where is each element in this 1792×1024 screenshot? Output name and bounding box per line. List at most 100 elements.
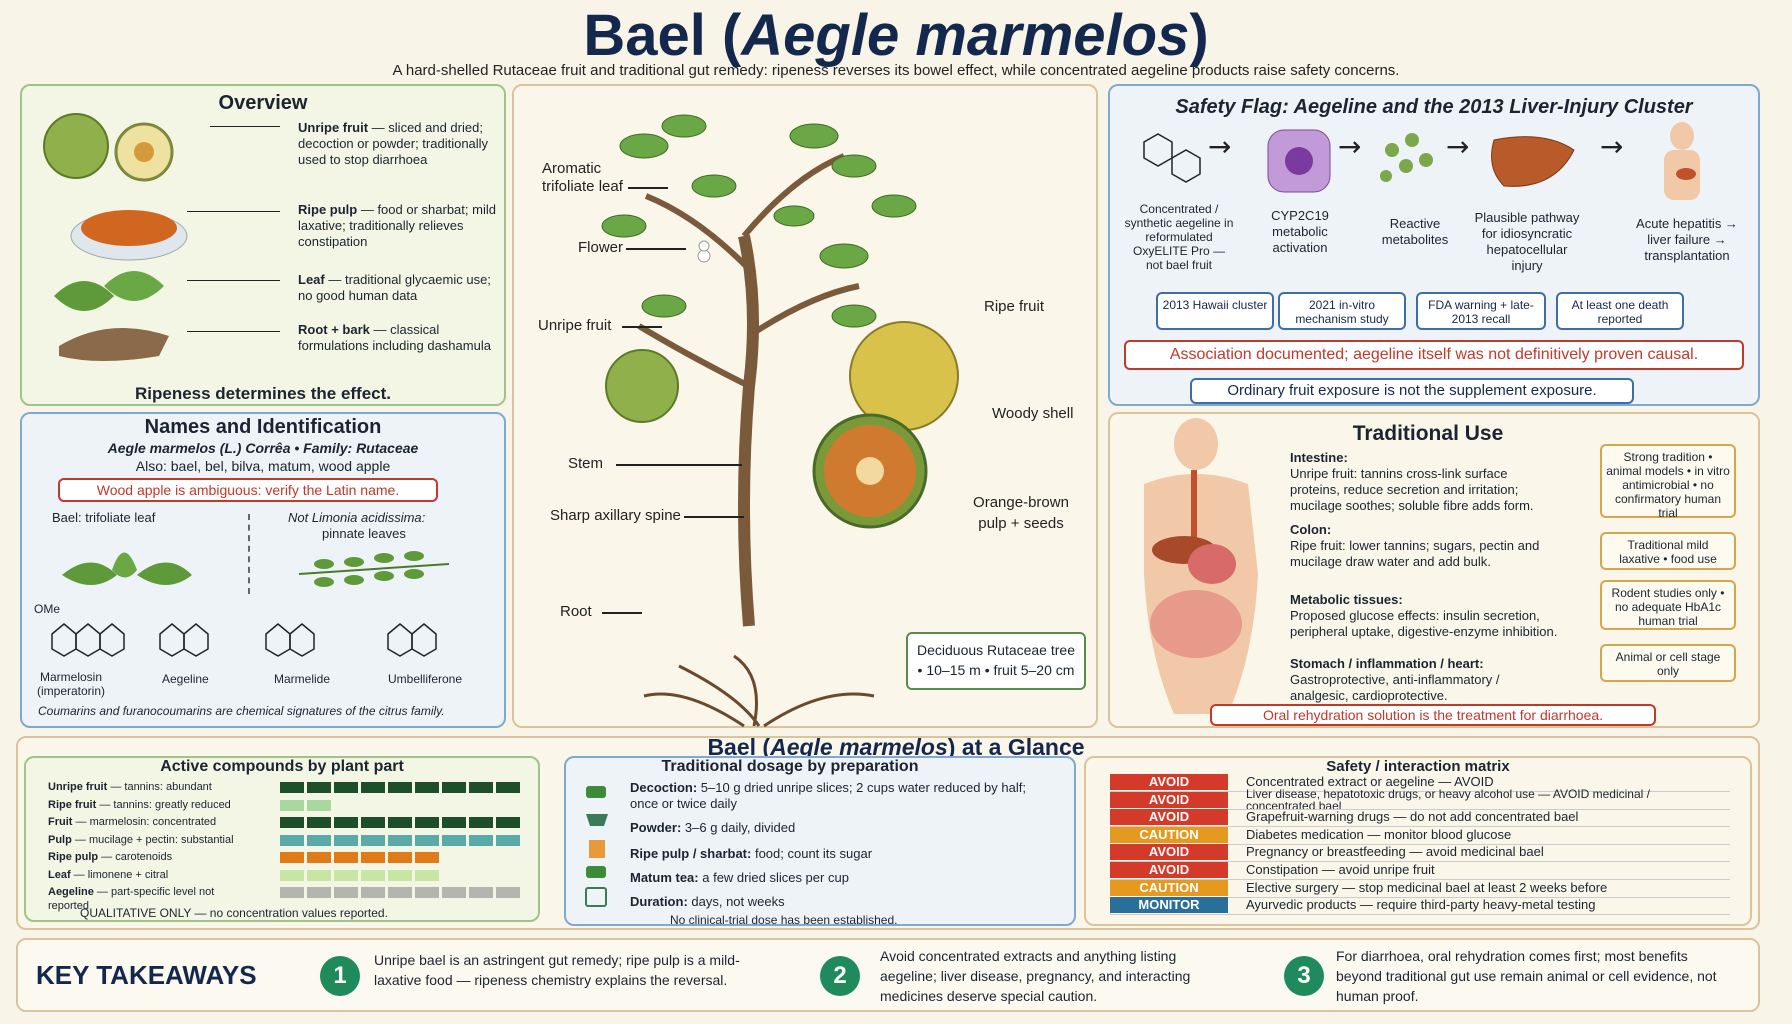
safety-step: Plausible pathway for idiosyncratic hepa…: [1474, 210, 1580, 273]
compound-bar-segment: [361, 887, 385, 898]
names-latin: Aegle marmelos (L.) Corrêa • Family: Rut…: [107, 440, 419, 456]
traditional-panel: Traditional Use Intestine:Unripe fruit: …: [1108, 412, 1760, 728]
dosage-panel: Traditional dosage by preparation Decoct…: [564, 756, 1076, 927]
names-also: Also: bael, bel, bilva, matum, wood appl…: [135, 458, 391, 474]
compound-bar-segment: [361, 817, 385, 828]
evidence-badge: Strong tradition • animal models • in vi…: [1600, 444, 1736, 520]
compound-bar-segment: [415, 782, 439, 793]
takeaway-text: For diarrhoea, oral rehydration comes fi…: [1336, 948, 1717, 1004]
not-limonia-label: Not Limonia acidissima:: [288, 510, 426, 525]
tree-label: Orange-brown pulp + seeds: [973, 494, 1069, 532]
traditional-section: Intestine:Unripe fruit: tannins cross-li…: [1290, 450, 1534, 513]
bael-leaf-label: Bael: trifoliate leaf: [52, 510, 156, 525]
dosage-row: Powder: 3–6 g daily, divided: [630, 820, 796, 835]
traditional-section: Stomach / inflammation / heart:Gastropro…: [1290, 656, 1500, 703]
human-body-illustration: [1144, 418, 1258, 714]
tree-panel: Aromatic trifoliate leaf Flower Unripe f…: [512, 84, 1098, 728]
compound-bar-segment: [388, 834, 412, 846]
compound-bar-segment: [361, 782, 385, 793]
traditional-section: Metabolic tissues:Proposed glucose effec…: [1290, 592, 1558, 639]
safety-step: Reactive metabolites: [1381, 216, 1449, 247]
compound-row-label: Unripe fruit — tannins: abundant: [48, 781, 212, 793]
names-title: Names and Identification: [144, 416, 382, 438]
tree-label: Unripe fruit: [538, 317, 612, 334]
tree-label: Ripe fruit: [984, 298, 1045, 315]
compound-bar-segment: [469, 817, 493, 828]
evidence-badge: Rodent studies only • no adequate HbA1c …: [1600, 580, 1736, 630]
traditional-title: Traditional Use: [1352, 422, 1504, 445]
tree-label: Sharp axillary spine: [550, 507, 681, 524]
pinnate-label: pinnate leaves: [322, 526, 406, 541]
matrix-tag: AVOID: [1110, 809, 1228, 826]
page-subtitle: A hard-shelled Rutaceae fruit and tradit…: [392, 62, 1400, 79]
bael-tree-illustration: [601, 114, 959, 728]
tree-label: Flower: [578, 239, 624, 256]
matrix-row-text: Concentrated extract or aegeline — AVOID: [1246, 774, 1494, 789]
matrix-row-text: Pregnancy or breastfeeding — avoid medic…: [1246, 844, 1544, 860]
compounds-title: Active compounds by plant part: [160, 758, 404, 775]
compound-bar-segment: [307, 834, 331, 846]
takeaway-text: Avoid concentrated extracts and anything…: [880, 948, 1191, 1004]
dosage-title: Traditional dosage by preparation: [661, 758, 919, 775]
dosage-row: Matum tea: a few dried slices per cup: [630, 870, 849, 885]
svg-text:→: →: [1338, 130, 1361, 163]
timeline-item: 2021 in-vitro mechanism study: [1278, 292, 1406, 330]
compound-bar-segment: [280, 817, 304, 828]
compound-bar-segment: [280, 852, 304, 863]
compound-label: Umbelliferone: [388, 672, 463, 686]
compound-bar-segment: [442, 782, 466, 793]
compound-bar-segment: [334, 782, 358, 793]
compound-bar-segment: [388, 817, 412, 828]
dosage-footer: No clinical-trial dose has been establis…: [670, 913, 898, 927]
compound-bar-segment: [280, 834, 304, 846]
svg-text:→: →: [1600, 130, 1623, 163]
matrix-tag: CAUTION: [1110, 826, 1228, 843]
names-note: Coumarins and furanocoumarins are chemic…: [38, 704, 445, 718]
matrix-row-text: Constipation — avoid unripe fruit: [1246, 862, 1435, 877]
compound-bar-segment: [388, 782, 412, 793]
timeline-item: FDA warning + late-2013 recall: [1416, 292, 1546, 330]
compound-bar-segment: [388, 852, 412, 863]
compound-bar-segment: [280, 869, 304, 881]
timeline-item: At least one death reported: [1556, 292, 1684, 330]
page-title: Bael (Aegle marmelos): [583, 3, 1209, 68]
compound-bar-segment: [388, 887, 412, 898]
evidence-badge: Animal or cell stage only: [1600, 644, 1736, 682]
takeaway-number: 1: [320, 956, 360, 996]
compound-bar-segment: [496, 887, 520, 898]
compound-bar-segment: [415, 887, 439, 898]
matrix-tag: AVOID: [1110, 774, 1228, 790]
matrix-divider: [1110, 808, 1730, 810]
matrix-divider: [1110, 843, 1730, 845]
matrix-divider: [1110, 791, 1730, 792]
compound-bar-segment: [361, 852, 385, 863]
compound-bar-segment: [442, 887, 466, 898]
dosage-row: Ripe pulp / sharbat: food; count its sug…: [630, 846, 873, 861]
compound-bar-segment: [334, 834, 358, 846]
safety-panel: Safety Flag: Aegeline and the 2013 Liver…: [1108, 84, 1760, 406]
dosage-icons: [585, 786, 608, 907]
matrix-row-text: Grapefruit-warning drugs — do not add co…: [1246, 809, 1579, 825]
compounds-footer: QUALITATIVE ONLY — no concentration valu…: [80, 906, 388, 920]
pinnate-leaf-icon: [298, 551, 450, 587]
compound-bar-segment: [496, 782, 520, 793]
overview-illustrations: [43, 113, 188, 361]
compound-bar-segment: [307, 869, 331, 881]
compound-row-label: Leaf — limonene + citral: [48, 868, 169, 881]
overview-title: Overview: [218, 92, 308, 114]
tree-info-box: Deciduous Rutaceae tree • 10–15 m • frui…: [906, 632, 1086, 690]
safety-title: Safety Flag: Aegeline and the 2013 Liver…: [1175, 96, 1693, 118]
overview-item: Ripe pulp — food or sharbat; mild laxati…: [298, 202, 496, 249]
compound-bar-segment: [442, 834, 466, 846]
matrix-divider: [1110, 879, 1730, 880]
timeline-item: 2013 Hawaii cluster: [1156, 292, 1274, 330]
overview-item: Unripe fruit — sliced and dried; decocti…: [298, 120, 489, 167]
compound-bar-segment: [307, 852, 331, 863]
compound-bar-segment: [307, 887, 331, 898]
compound-bar-segment: [334, 817, 358, 828]
matrix-tag: CAUTION: [1110, 879, 1228, 896]
traditional-section: Colon:Ripe fruit: lower tannins; sugars,…: [1290, 522, 1540, 569]
glance-title: Bael (Aegle marmelos) at a Glance: [707, 734, 1085, 760]
compound-bar-segment: [307, 799, 331, 811]
compound-bar-segment: [334, 869, 358, 881]
